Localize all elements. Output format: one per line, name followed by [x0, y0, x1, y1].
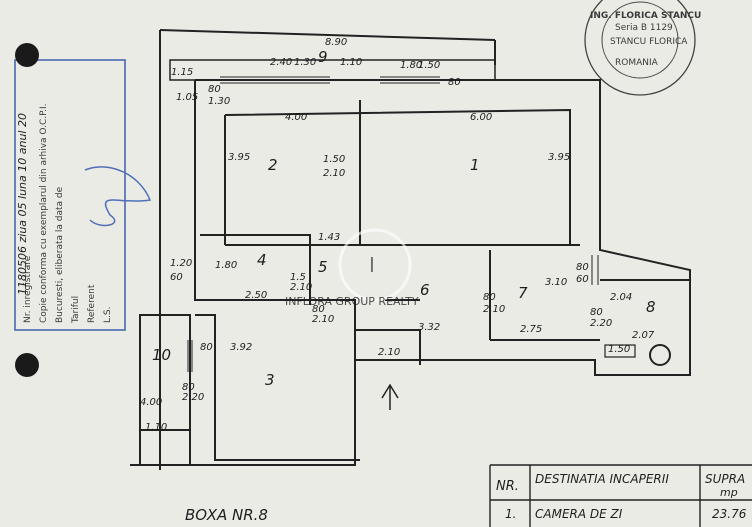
- table-row-1-name: CAMERA DE ZI: [535, 507, 623, 521]
- room-9-label: 9: [318, 48, 328, 66]
- dim-room10-height: 4.00: [140, 397, 162, 408]
- dim-l210b: 2.10: [323, 168, 345, 179]
- dim-l130b: 1.30: [208, 96, 230, 107]
- dim-room8-width: 2.07: [632, 330, 655, 341]
- dim-l210c: 2.10: [290, 282, 312, 293]
- stamp-handwritten-date: 1180506 ziua 05 luna 10 anul 20: [16, 113, 29, 295]
- table-header-nr: NR.: [496, 479, 519, 494]
- table-header-destinatia: DESTINATIA INCAPERII: [535, 472, 669, 486]
- table-header-supra: SUPRA: [705, 472, 745, 486]
- windows: [187, 76, 599, 372]
- stamp-cut: STANCU FLORICA: [610, 37, 688, 47]
- dim-l080g: 80: [200, 342, 213, 353]
- room-4-label: 4: [257, 251, 267, 269]
- room-2-label: 2: [268, 156, 278, 174]
- dim-l210f: 2.20: [590, 318, 612, 329]
- dim-room2-height: 3.95: [228, 152, 250, 163]
- dim-l080h: 80: [182, 382, 195, 393]
- punch-hole-top: [15, 43, 39, 67]
- stamp-country: ROMANIA: [615, 58, 659, 68]
- dim-l080f: 80: [590, 307, 603, 318]
- table-header-mp: mp: [720, 486, 738, 499]
- dim-l060b: 60: [576, 274, 589, 285]
- dim-l130: 1.30: [294, 57, 316, 68]
- dim-l210e: 2.10: [483, 304, 505, 315]
- dim-l080a: 80: [448, 77, 461, 88]
- registration-stamp: Nr. inregistrare Copie conforma cu exemp…: [14, 59, 126, 331]
- dim-l220: 2.20: [182, 392, 204, 403]
- signature-scribble: [84, 166, 152, 227]
- dim-l105: 1.05: [176, 92, 198, 103]
- room-10-label: 10: [152, 346, 171, 364]
- dim-room4-height: 1.80: [215, 260, 237, 271]
- dim-l150b: 1.50: [323, 154, 345, 165]
- room-table: [489, 464, 752, 527]
- dim-room6-width: 3.32: [418, 322, 440, 333]
- svg-text:I: I: [369, 253, 375, 277]
- watermark-text: INFLORA GROUP REALTY: [285, 295, 419, 308]
- dim-l150: 1.50: [418, 60, 440, 71]
- room-3-label: 3: [265, 371, 275, 389]
- table-row-1-nr: 1.: [505, 507, 516, 521]
- room-1-label: 1: [470, 156, 480, 174]
- dim-l080c: 80: [312, 304, 325, 315]
- punch-hole-bottom: [15, 353, 39, 377]
- dim-l210d: 2.10: [312, 314, 334, 325]
- dim-room1-height: 3.95: [548, 152, 570, 163]
- dim-l115: 1.15: [171, 67, 193, 78]
- stamp-line-4: Tariful: [71, 296, 81, 324]
- room-8-label: 8: [646, 298, 656, 316]
- dim-room7-height: 3.10: [545, 277, 567, 288]
- round-stamp: ING. FLORICA STANCU Seria B 1129 STANCU …: [584, 0, 701, 96]
- room-5-label: 5: [318, 258, 328, 276]
- dim-l110: 1.10: [340, 57, 362, 68]
- stamp-line-2: Copie conforma cu exemplarul din arhiva …: [39, 103, 49, 323]
- stamp-name: ING. FLORICA STANCU: [590, 11, 701, 21]
- stamp-line-5: Referent: [87, 284, 97, 323]
- dim-l210g: 2.10: [378, 347, 400, 358]
- floor-plan: [130, 29, 691, 470]
- boxa-label: BOXA NR.8: [185, 506, 268, 524]
- stamp-seria: Seria B 1129: [615, 23, 673, 33]
- dim-l080b: 80: [208, 84, 221, 95]
- room-6-label: 6: [420, 281, 430, 299]
- dim-room3-height: 3.92: [230, 342, 252, 353]
- dim-l150d: 1.50: [608, 344, 630, 355]
- stamp-line-3: Bucuresti, eliberata la data de: [55, 186, 65, 323]
- dim-overall-width: 8.90: [325, 37, 347, 48]
- dim-l150c: 1.5: [290, 272, 306, 283]
- dim-l180: 1.80: [400, 60, 422, 71]
- stamp-line-6: L.S.: [103, 307, 113, 323]
- stamp-line-1: Nr. inregistrare: [23, 255, 33, 323]
- dim-l080e: 80: [576, 262, 589, 273]
- watermark-logo: I: [338, 228, 412, 302]
- dim-l080d: 80: [483, 292, 496, 303]
- dim-l120: 1.20: [170, 258, 192, 269]
- dim-l240: 2.40: [270, 57, 292, 68]
- table-row-1-area: 23.76: [712, 507, 747, 521]
- dim-l060: 60: [170, 272, 183, 283]
- dim-room2-width: 4.00: [285, 112, 307, 123]
- dim-room4-width: 2.50: [245, 290, 267, 301]
- north-arrow-icon: [381, 383, 399, 410]
- dim-room7-width: 2.75: [520, 324, 542, 335]
- dim-l143: 1.43: [318, 232, 340, 243]
- dim-room8-height: 2.04: [610, 292, 632, 303]
- dim-room1-width: 6.00: [470, 112, 492, 123]
- dim-room10-width: 1.10: [145, 422, 167, 433]
- room-7-label: 7: [518, 284, 528, 302]
